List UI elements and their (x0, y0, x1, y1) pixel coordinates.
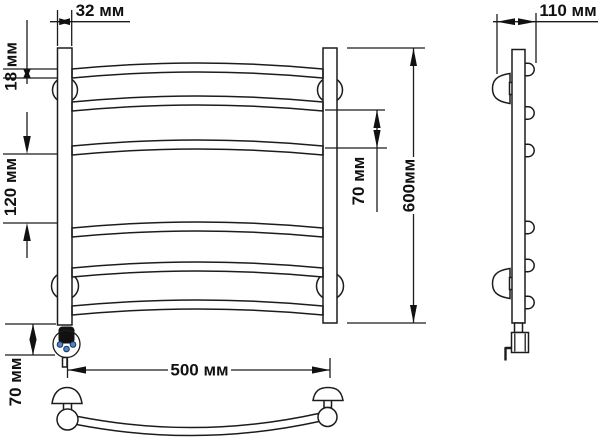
side-bracket-top (491, 72, 511, 105)
side-rail-end-3 (525, 143, 535, 158)
front-view (50, 47, 345, 368)
dim-depth-label: 110 мм (539, 1, 596, 20)
dim-overall-width-label: 500 мм (170, 361, 228, 380)
side-heating-element (504, 322, 530, 361)
bottom-left-ball (56, 408, 79, 431)
right-post-body (323, 48, 337, 323)
arrow-up-icon (23, 223, 31, 241)
right-post-outline (322, 47, 338, 324)
side-post-body (512, 49, 525, 323)
dim-overall-height: 600мм (347, 47, 426, 324)
heater-box (510, 331, 530, 354)
heater-cable (504, 346, 512, 361)
arrow-right-icon (312, 366, 330, 374)
arrow-down-icon (23, 69, 31, 78)
bottom-right-dome (312, 386, 344, 402)
side-view (491, 48, 535, 361)
dim-post-width: 32 мм (50, 1, 130, 46)
electric-connector (52, 326, 81, 368)
bottom-view (51, 386, 344, 437)
dim-tube-diameter: 18 мм (2, 20, 57, 91)
dim-center-gap-label: 120 мм (1, 158, 20, 216)
arrow-right-icon (518, 18, 536, 26)
arrow-down-icon (23, 136, 31, 154)
arrow-up-icon (373, 110, 381, 128)
dim-depth: 110 мм (493, 1, 598, 74)
dim-center-gap: 120 мм (1, 112, 58, 258)
dim-post-width-label: 32 мм (76, 1, 125, 20)
dim-tube-diameter-label: 18 мм (2, 42, 21, 91)
dim-heater-length: 70 мм (5, 323, 56, 407)
arrow-up-icon (29, 324, 37, 340)
rail-2 (71, 95, 324, 112)
connector-pin-2 (63, 345, 70, 353)
side-rail-end-4 (525, 220, 535, 235)
side-bracket-bottom (491, 267, 511, 300)
arrow-down-icon (29, 339, 37, 355)
side-rail-end-5 (525, 258, 535, 273)
left-post-outline (56, 47, 73, 326)
arrow-down-icon (410, 305, 417, 323)
bottom-rail-inner-arc (77, 412, 319, 429)
arrow-down-icon (373, 130, 381, 148)
dim-heater-length-label: 70 мм (6, 358, 25, 407)
arrow-up-icon (410, 48, 417, 66)
side-rail-end-6 (525, 295, 535, 310)
dim-rail-gap: 70 мм (325, 109, 387, 212)
rail-5 (71, 261, 324, 278)
connector-cap (58, 326, 75, 344)
bottom-right-ball (317, 406, 338, 428)
connector-pin-1 (56, 341, 64, 348)
dim-overall-height-label: 600мм (400, 159, 419, 213)
connector-stem (61, 356, 68, 368)
heater-neck (513, 322, 524, 334)
bottom-rail-outer-arc (76, 420, 320, 437)
bottom-left-dome (51, 386, 83, 405)
arrow-right-icon (59, 18, 72, 26)
side-rail-end-1 (525, 62, 535, 77)
side-rail-end-2 (525, 106, 535, 120)
dim-rail-gap-label: 70 мм (349, 157, 368, 206)
arrow-left-icon (497, 18, 515, 26)
rail-4 (71, 221, 324, 238)
dim-overall-width: 500 мм (66, 358, 331, 380)
arrow-left-icon (68, 366, 86, 374)
rail-1 (71, 62, 324, 79)
rail-6 (71, 299, 324, 316)
left-post-body (57, 48, 72, 325)
rail-3 (71, 139, 324, 156)
connector-pin-3 (69, 341, 77, 348)
